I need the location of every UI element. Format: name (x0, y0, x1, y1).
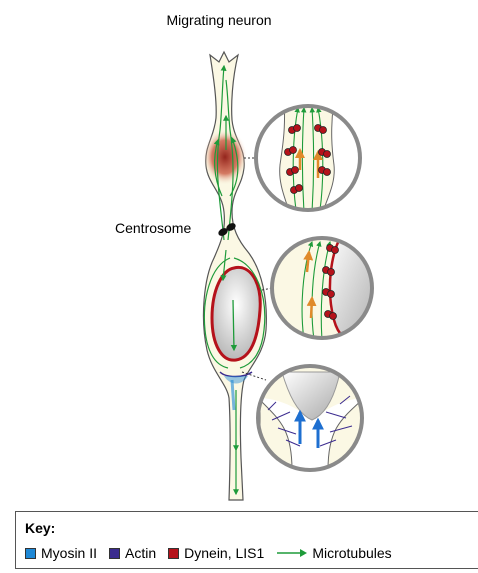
key-items: Myosin II Actin Dynein, LIS1 Microtubule… (25, 545, 404, 561)
key-item-actin: Actin (109, 545, 156, 561)
zoom-lens-nucleus (272, 230, 380, 345)
zoom-lens-rear (258, 365, 362, 470)
dilation-dynein-region (203, 129, 247, 185)
neuron-diagram (0, 0, 478, 505)
actin-swatch (109, 548, 120, 559)
key-title: Key: (25, 520, 55, 536)
myosin-swatch (25, 548, 36, 559)
neuron-cell (203, 52, 266, 500)
arrow-icon (276, 548, 308, 558)
key-item-myosin: Myosin II (25, 545, 97, 561)
key-legend: Key: Myosin II Actin Dynein, LIS1 Microt… (15, 511, 478, 569)
key-label-microtubules: Microtubules (312, 545, 391, 561)
key-label-dynein: Dynein, LIS1 (184, 545, 264, 561)
dynein-swatch (168, 548, 179, 559)
centrosome-label: Centrosome (115, 220, 191, 236)
key-label-actin: Actin (125, 545, 156, 561)
key-item-microtubules: Microtubules (276, 545, 391, 561)
zoom-lens-dilation (256, 100, 360, 220)
key-item-dynein: Dynein, LIS1 (168, 545, 264, 561)
nucleus (212, 267, 260, 360)
key-label-myosin: Myosin II (41, 545, 97, 561)
